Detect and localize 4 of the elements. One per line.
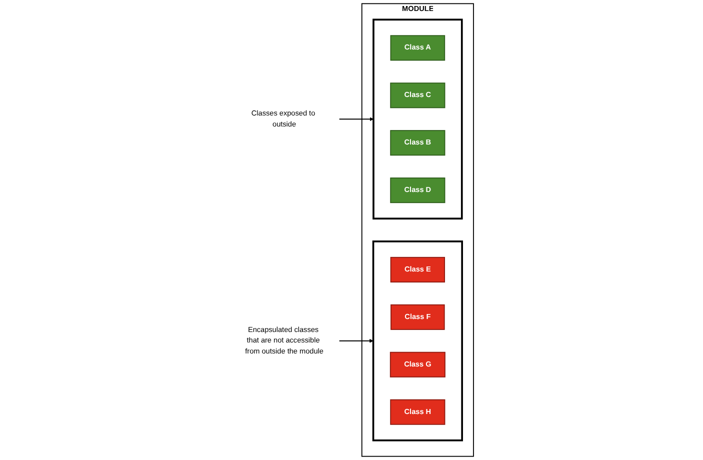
- arrow: [338, 338, 374, 343]
- cluster: [372, 240, 463, 442]
- arrow: [338, 117, 374, 122]
- cluster: [372, 18, 463, 220]
